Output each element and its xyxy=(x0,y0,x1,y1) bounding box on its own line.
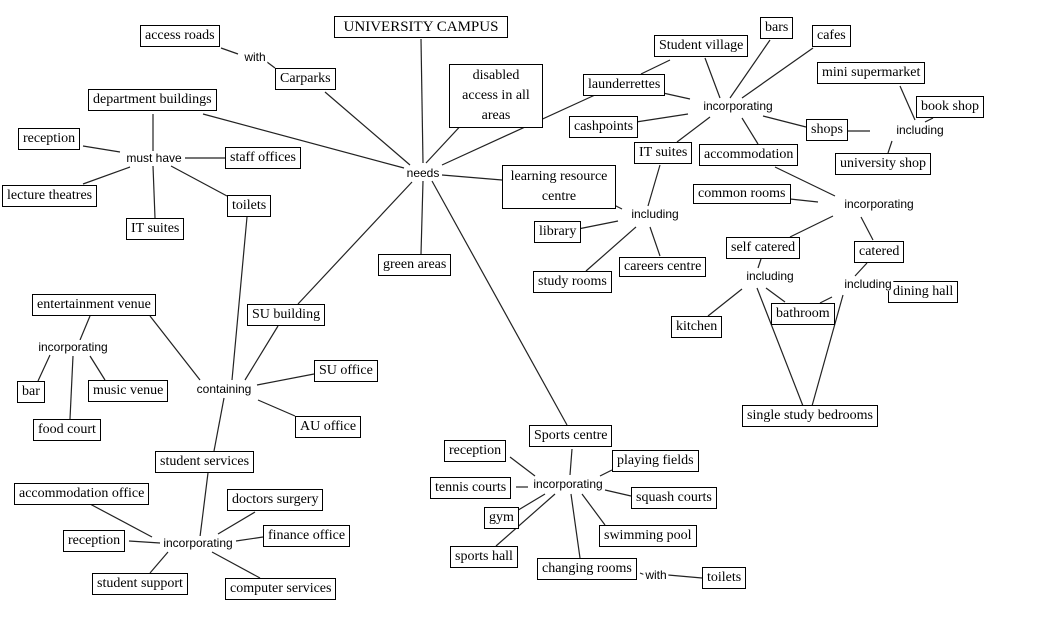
concept-dept-it-suites[interactable]: IT suites xyxy=(126,218,185,240)
concept-music-venue[interactable]: music venue xyxy=(88,380,169,402)
concept-carparks[interactable]: Carparks xyxy=(275,68,336,90)
link-must-have: must have xyxy=(124,151,184,165)
concept-learning-resource-centre[interactable]: learning resource centre xyxy=(502,165,616,209)
concept-university-campus[interactable]: UNIVERSITY CAMPUS xyxy=(334,16,508,38)
link-with-carparks: with xyxy=(242,50,268,64)
concept-dept-reception[interactable]: reception xyxy=(18,128,81,150)
concept-su-building[interactable]: SU building xyxy=(247,304,326,326)
concept-sports-toilets[interactable]: toilets xyxy=(702,567,747,589)
concept-kitchen[interactable]: kitchen xyxy=(671,316,723,338)
concept-computer-services[interactable]: computer services xyxy=(225,578,337,600)
concept-cashpoints[interactable]: cashpoints xyxy=(569,116,639,138)
concept-book-shop[interactable]: book shop xyxy=(916,96,984,118)
concept-entertainment-venue[interactable]: entertainment venue xyxy=(32,294,156,316)
concept-changing-rooms[interactable]: changing rooms xyxy=(537,558,637,580)
concept-finance-office[interactable]: finance office xyxy=(263,525,351,547)
concept-student-village[interactable]: Student village xyxy=(654,35,749,57)
link-catered-including: including xyxy=(842,277,894,291)
concept-student-support[interactable]: student support xyxy=(92,573,188,595)
concept-su-office[interactable]: SU office xyxy=(314,360,378,382)
concept-mini-supermarket[interactable]: mini supermarket xyxy=(817,62,926,84)
concept-careers-centre[interactable]: careers centre xyxy=(619,257,707,277)
concept-swimming-pool[interactable]: swimming pool xyxy=(599,525,697,547)
concept-student-services[interactable]: student services xyxy=(155,451,255,473)
concept-university-shop[interactable]: university shop xyxy=(835,153,931,175)
concept-ss-reception[interactable]: reception xyxy=(63,530,126,552)
concept-squash-courts[interactable]: squash courts xyxy=(631,487,717,509)
concept-playing-fields[interactable]: playing fields xyxy=(612,450,699,472)
concept-accommodation-office[interactable]: accommodation office xyxy=(14,483,150,505)
concept-shops[interactable]: shops xyxy=(806,119,848,141)
link-needs: needs xyxy=(404,166,442,180)
concept-bar[interactable]: bar xyxy=(17,381,45,403)
concept-lecture-theatres[interactable]: lecture theatres xyxy=(2,185,98,207)
concept-dining-hall[interactable]: dining hall xyxy=(888,281,959,303)
concept-disabled-access[interactable]: disabled access in all areas xyxy=(449,64,543,128)
link-with-toilets: with xyxy=(643,568,669,582)
concept-doctors-surgery[interactable]: doctors surgery xyxy=(227,489,324,511)
concept-accommodation[interactable]: accommodation xyxy=(699,144,799,166)
concept-food-court[interactable]: food court xyxy=(33,419,101,441)
concept-sports-centre[interactable]: Sports centre xyxy=(529,425,613,447)
concept-green-areas[interactable]: green areas xyxy=(378,254,452,276)
concept-self-catered[interactable]: self catered xyxy=(726,237,801,259)
link-lrc-including: including xyxy=(629,207,681,221)
concept-bars[interactable]: bars xyxy=(760,17,794,39)
concept-dept-toilets[interactable]: toilets xyxy=(227,195,272,217)
concept-access-roads[interactable]: access roads xyxy=(140,25,220,47)
link-shops-including: including xyxy=(894,123,946,137)
concept-village-it-suites[interactable]: IT suites xyxy=(634,142,693,164)
concept-library[interactable]: library xyxy=(534,221,582,243)
concept-catered[interactable]: catered xyxy=(854,241,905,263)
link-accommodation-incorporating: incorporating xyxy=(842,197,916,211)
link-sports-incorporating: incorporating xyxy=(531,477,605,491)
concept-common-rooms[interactable]: common rooms xyxy=(693,184,791,204)
link-village-incorporating: incorporating xyxy=(701,99,775,113)
concept-sports-reception[interactable]: reception xyxy=(444,440,507,462)
link-self-catered-including: including xyxy=(744,269,796,283)
link-containing: containing xyxy=(194,382,254,396)
concept-gym[interactable]: gym xyxy=(484,507,519,529)
concept-staff-offices[interactable]: staff offices xyxy=(225,147,301,169)
concept-tennis-courts[interactable]: tennis courts xyxy=(430,477,512,499)
concept-cafes[interactable]: cafes xyxy=(812,25,851,47)
concept-single-study-bedrooms[interactable]: single study bedrooms xyxy=(742,405,878,427)
concept-study-rooms[interactable]: study rooms xyxy=(533,271,612,293)
link-services-incorporating: incorporating xyxy=(161,536,235,550)
concept-sports-hall[interactable]: sports hall xyxy=(450,546,518,568)
link-entertainment-incorporating: incorporating xyxy=(36,340,110,354)
concept-launderrettes[interactable]: launderrettes xyxy=(583,74,666,96)
concept-department-buildings[interactable]: department buildings xyxy=(88,89,217,111)
concept-au-office[interactable]: AU office xyxy=(295,416,362,438)
concept-bathroom[interactable]: bathroom xyxy=(771,303,835,325)
